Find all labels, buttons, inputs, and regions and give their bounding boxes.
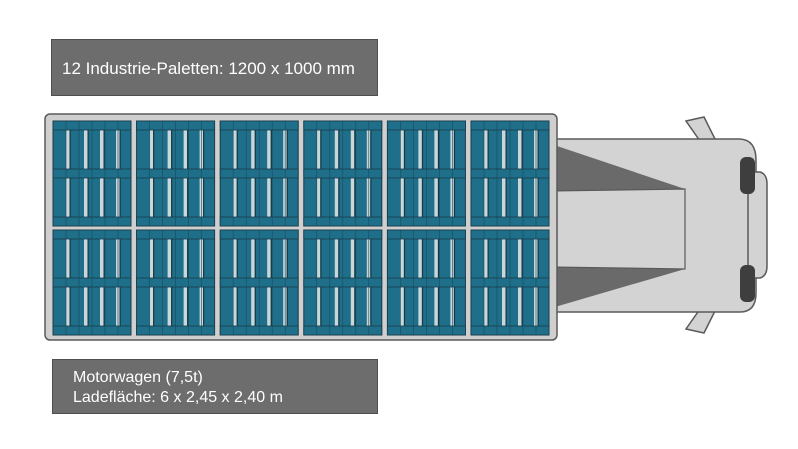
pallet	[52, 120, 132, 227]
pallet	[386, 229, 466, 336]
pallet-count-text: 12 Industrie-Paletten: 1200 x 1000 mm	[62, 59, 355, 78]
pallet	[470, 229, 550, 336]
pallet	[136, 120, 216, 227]
pallet-count-label: 12 Industrie-Paletten: 1200 x 1000 mm	[51, 39, 378, 96]
left-mirror	[684, 116, 718, 142]
pallet	[470, 120, 550, 227]
truck-cab	[547, 116, 768, 334]
front-wheel-right	[740, 265, 755, 302]
pallet-grid	[52, 120, 550, 336]
pallet	[303, 229, 383, 336]
vehicle-info-label: Motorwagen (7,5t) Ladefläche: 6 x 2,45 x…	[52, 359, 378, 414]
cab-roof	[547, 188, 686, 270]
pallet	[52, 229, 132, 336]
pallet	[303, 120, 383, 227]
front-bumper	[747, 171, 768, 279]
pallet	[219, 229, 299, 336]
vehicle-name: Motorwagen (7,5t)	[73, 369, 203, 386]
pallet	[386, 120, 466, 227]
vehicle-load-area: Ladefläche: 6 x 2,45 x 2,40 m	[73, 389, 283, 406]
pallet	[136, 229, 216, 336]
front-wheel-left	[740, 157, 755, 194]
pallet	[219, 120, 299, 227]
